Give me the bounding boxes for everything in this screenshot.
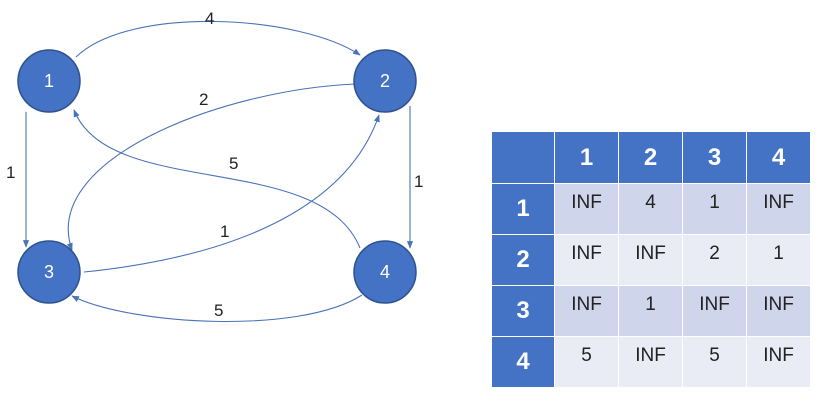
matrix-row-header: 1 — [491, 183, 555, 235]
matrix-row: 3 INF 1 INF INF — [491, 285, 811, 337]
matrix-cell: INF — [746, 336, 811, 388]
edge-2-to-3 — [66, 83, 356, 251]
matrix-row: 1 INF 4 1 INF — [491, 183, 811, 235]
matrix-cell: INF — [746, 183, 811, 235]
node-label-4: 4 — [380, 262, 390, 282]
matrix-cell: 4 — [618, 183, 683, 235]
matrix-cell: INF — [746, 285, 811, 337]
matrix-row: 4 5 INF 5 INF — [491, 336, 811, 388]
edge-weight-1-3: 1 — [6, 163, 15, 182]
edge-weight-1-2: 4 — [205, 9, 214, 28]
matrix-col-header: 3 — [682, 131, 747, 184]
matrix-row-header: 4 — [491, 336, 555, 388]
adjacency-matrix: 1 2 3 4 1 INF 4 1 INF 2 INF INF 2 1 3 IN… — [491, 131, 811, 388]
matrix-cell: INF — [554, 183, 619, 235]
edge-4-to-3 — [71, 294, 363, 322]
edge-weight-4-3: 5 — [214, 301, 223, 320]
matrix-cell: 5 — [554, 336, 619, 388]
edge-weight-2-3: 2 — [199, 90, 208, 109]
edge-1-to-2 — [75, 20, 361, 58]
matrix-row-header: 3 — [491, 285, 555, 337]
matrix-cell: INF — [682, 285, 747, 337]
graph-node-3: 3 — [17, 240, 81, 304]
edge-3-to-2 — [83, 114, 380, 273]
matrix-row-header: 2 — [491, 234, 555, 286]
edge-weight-4-1: 5 — [229, 154, 238, 173]
graph-node-4: 4 — [353, 240, 417, 304]
matrix-row: 2 INF INF 2 1 — [491, 234, 811, 286]
matrix-cell: INF — [554, 234, 619, 286]
matrix-header-row: 1 2 3 4 — [491, 131, 811, 184]
edge-weight-2-4: 1 — [414, 172, 423, 191]
matrix-cell: 1 — [682, 183, 747, 235]
weighted-directed-graph: 4 1 2 1 1 5 5 1 2 3 4 — [6, 9, 423, 322]
node-label-1: 1 — [44, 71, 54, 91]
matrix-cell: INF — [618, 234, 683, 286]
matrix-col-header: 2 — [618, 131, 683, 184]
graph-node-1: 1 — [17, 49, 81, 113]
node-label-2: 2 — [380, 71, 390, 91]
matrix-cell: 1 — [618, 285, 683, 337]
edge-weight-3-2: 1 — [220, 222, 229, 241]
matrix-cell: 5 — [682, 336, 747, 388]
matrix-col-header: 4 — [746, 131, 811, 184]
node-label-3: 3 — [44, 262, 54, 282]
matrix-col-header: 1 — [554, 131, 619, 184]
matrix-cell: INF — [618, 336, 683, 388]
matrix-cell: 2 — [682, 234, 747, 286]
matrix-cell: INF — [554, 285, 619, 337]
graph-node-2: 2 — [353, 49, 417, 113]
edge-4-to-1 — [73, 109, 361, 249]
matrix-corner-cell — [491, 131, 555, 184]
matrix-cell: 1 — [746, 234, 811, 286]
